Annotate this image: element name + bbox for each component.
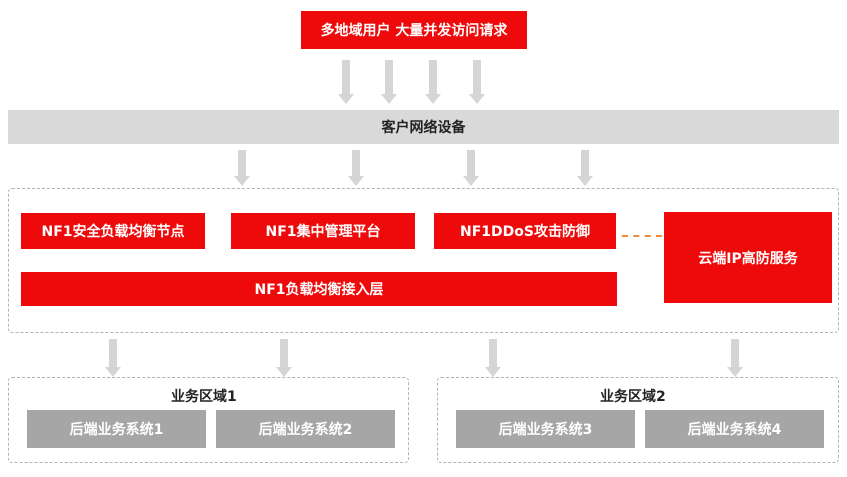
- business-zone-1: [8, 377, 409, 463]
- nf1-ddos-box: NF1DDoS攻击防御: [434, 213, 616, 249]
- backend-system-4: 后端业务系统4: [645, 410, 824, 448]
- arrow-down-icon: [463, 150, 479, 186]
- nf1-lb-node-label: NF1安全负载均衡节点: [41, 224, 185, 240]
- nf1-lb-node-box: NF1安全负载均衡节点: [21, 213, 205, 249]
- arrow-down-icon: [727, 339, 743, 377]
- backend-system-1-label: 后端业务系统1: [69, 422, 164, 438]
- backend-system-1: 后端业务系统1: [27, 410, 206, 448]
- arrow-down-icon: [469, 60, 485, 104]
- business-zone-2: [437, 377, 839, 463]
- arrow-down-icon: [425, 60, 441, 104]
- arrow-down-icon: [105, 339, 121, 377]
- arrow-down-icon: [348, 150, 364, 186]
- nf1-mgmt-label: NF1集中管理平台: [265, 224, 381, 240]
- backend-system-2: 后端业务系统2: [216, 410, 395, 448]
- nf1-access-layer-label: NF1负载均衡接入层: [254, 282, 384, 298]
- backend-system-4-label: 后端业务系统4: [687, 422, 782, 438]
- zone-1-title: 业务区域1: [171, 389, 237, 405]
- cloud-ip-defense-label: 云端IP高防服务: [698, 250, 798, 267]
- concurrent-requests-label: 多地域用户 大量并发访问请求: [320, 23, 508, 39]
- arrow-down-icon: [577, 150, 593, 186]
- backend-system-3-label: 后端业务系统3: [498, 422, 593, 438]
- nf1-region: [8, 188, 839, 333]
- nf1-access-layer-box: NF1负载均衡接入层: [21, 272, 617, 306]
- backend-system-3: 后端业务系统3: [456, 410, 635, 448]
- nf1-ddos-label: NF1DDoS攻击防御: [460, 224, 590, 240]
- arrow-down-icon: [485, 339, 501, 377]
- arrow-down-icon: [338, 60, 354, 104]
- ddos-cloud-connector: [622, 235, 662, 237]
- cloud-ip-defense-box: 云端IP高防服务: [664, 212, 832, 303]
- network-device-bar: 客户网络设备: [8, 110, 839, 144]
- arrow-down-icon: [276, 339, 292, 377]
- nf1-mgmt-box: NF1集中管理平台: [231, 213, 415, 249]
- zone-2-title: 业务区域2: [600, 389, 666, 405]
- arrow-down-icon: [234, 150, 250, 186]
- backend-system-2-label: 后端业务系统2: [258, 422, 353, 438]
- network-device-label: 客户网络设备: [381, 120, 466, 136]
- concurrent-requests-box: 多地域用户 大量并发访问请求: [301, 11, 527, 49]
- arrow-down-icon: [381, 60, 397, 104]
